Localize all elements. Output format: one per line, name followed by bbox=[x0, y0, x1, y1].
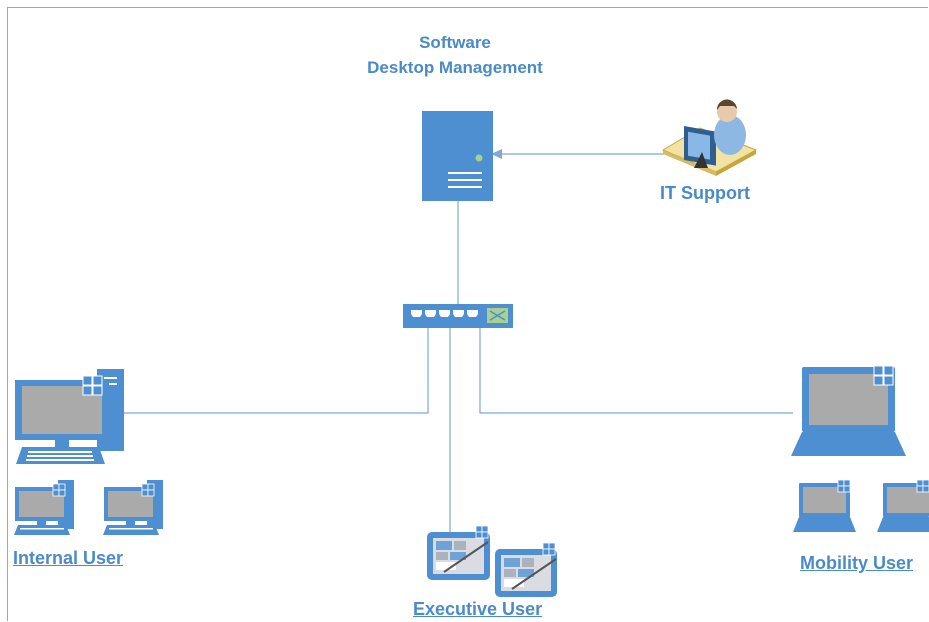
internal-user-link-label[interactable]: Internal User bbox=[13, 548, 124, 568]
desktop-computer-icon[interactable] bbox=[15, 369, 124, 464]
mobility-user-link bbox=[479, 328, 793, 414]
laptop-icon[interactable] bbox=[791, 365, 906, 456]
small-laptop-icon[interactable] bbox=[793, 479, 856, 532]
network-switch-icon[interactable] bbox=[403, 304, 513, 328]
it-support-person-icon[interactable] bbox=[661, 99, 758, 176]
diagram-frame bbox=[7, 7, 928, 621]
diagram-title: Software Desktop Management bbox=[360, 30, 550, 80]
tablet-icon[interactable] bbox=[427, 525, 490, 580]
executive-user-link-label[interactable]: Executive User bbox=[413, 599, 543, 619]
small-laptop-icon[interactable] bbox=[877, 479, 929, 532]
small-desktop-icon[interactable] bbox=[103, 480, 163, 535]
internal-user-link bbox=[123, 328, 429, 414]
small-desktop-icon[interactable] bbox=[14, 480, 74, 535]
server-icon[interactable] bbox=[422, 111, 493, 201]
title-line-2: Desktop Management bbox=[367, 58, 543, 77]
it-support-label: IT Support bbox=[660, 183, 750, 203]
title-line-1: Software bbox=[419, 33, 491, 52]
connection-lines bbox=[123, 153, 793, 532]
mobility-user-link-label[interactable]: Mobility User bbox=[800, 553, 914, 573]
arrow-head-icon bbox=[491, 149, 502, 159]
tablet-icon[interactable] bbox=[495, 542, 557, 597]
